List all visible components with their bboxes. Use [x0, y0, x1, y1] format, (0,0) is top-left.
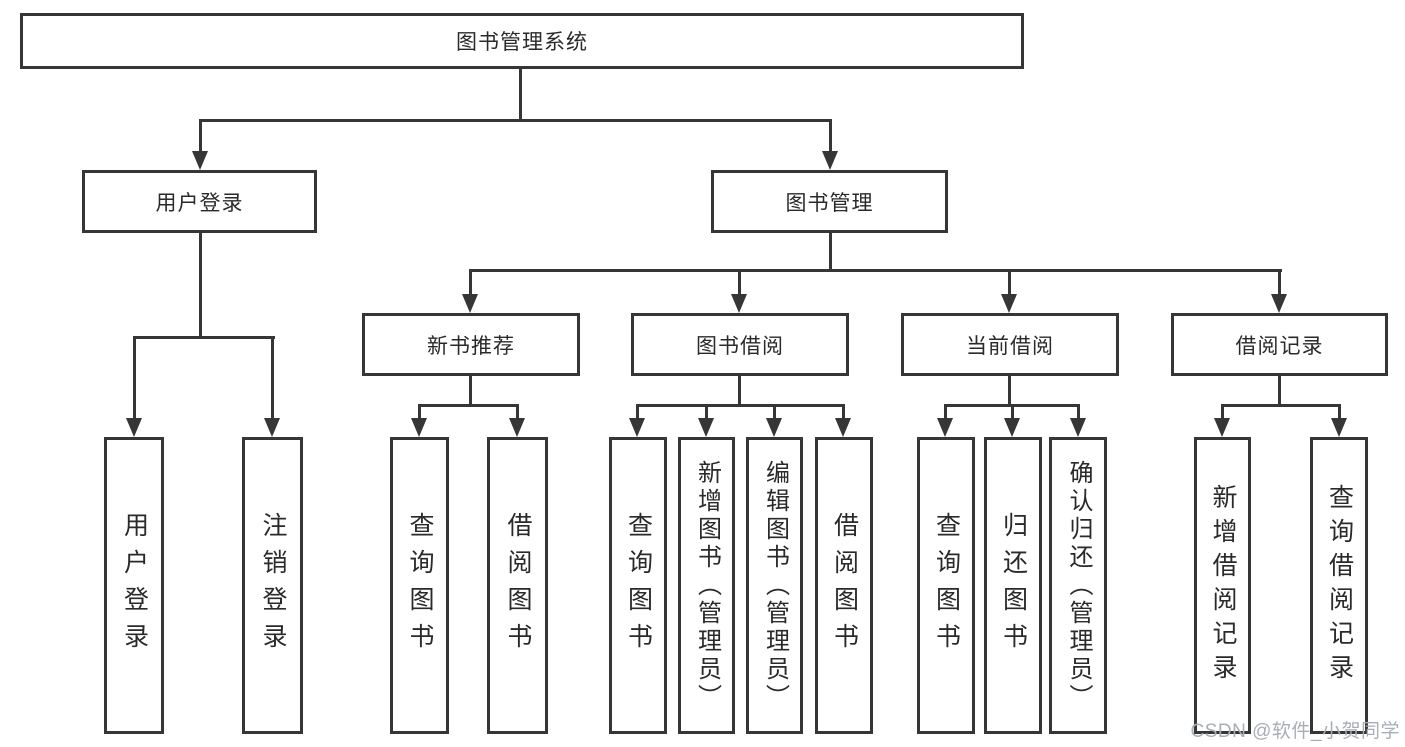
leaf-label: 查询图书	[624, 511, 653, 660]
arrowhead-down-icon	[264, 418, 280, 437]
leaf-query-books-borrowing: 查询图书	[609, 437, 667, 734]
arrowhead-down-icon	[462, 294, 478, 313]
leaf-label: 查询借阅记录	[1325, 483, 1354, 688]
arrowhead-down-icon	[1331, 418, 1347, 437]
connector-line	[418, 404, 421, 419]
arrowhead-down-icon	[509, 418, 525, 437]
connector-line	[944, 404, 947, 419]
connector-line	[738, 269, 741, 296]
arrowhead-down-icon	[835, 418, 851, 437]
node-book-borrowing: 图书借阅	[631, 313, 849, 376]
node-current-borrowing: 当前借阅	[901, 313, 1119, 376]
leaf-label: 归还图书	[999, 511, 1028, 660]
node-label: 图书管理	[785, 191, 874, 215]
leaf-edit-books-admin: 编辑图书（管理员）	[746, 437, 803, 734]
arrowhead-down-icon	[1001, 294, 1017, 313]
arrowhead-down-icon	[629, 418, 645, 437]
node-new-book-recommend: 新书推荐	[362, 313, 580, 376]
connector-line	[199, 233, 202, 338]
connector-line	[1221, 404, 1341, 407]
leaf-label: 新增图书（管理员）	[693, 459, 721, 712]
arrowhead-down-icon	[1070, 418, 1086, 437]
arrowhead-down-icon	[731, 294, 747, 313]
leaf-confirm-return-admin: 确认归还（管理员）	[1049, 437, 1107, 734]
connector-line	[199, 119, 202, 152]
leaf-logout: 注销登录	[242, 437, 303, 734]
connector-line	[842, 404, 845, 419]
node-label: 图书借阅	[696, 334, 784, 358]
leaf-query-books-recommend: 查询图书	[390, 437, 449, 734]
connector-line	[829, 233, 832, 272]
connector-line	[1221, 404, 1224, 419]
node-label: 新书推荐	[427, 334, 515, 358]
arrowhead-down-icon	[1214, 418, 1230, 437]
node-label: 用户登录	[155, 191, 244, 215]
arrowhead-down-icon	[766, 418, 782, 437]
node-library-management-system: 图书管理系统	[20, 13, 1024, 69]
arrowhead-down-icon	[822, 151, 838, 170]
arrowhead-down-icon	[192, 151, 208, 170]
leaf-query-books-current: 查询图书	[917, 437, 975, 734]
connector-line	[738, 376, 741, 407]
connector-line	[1011, 404, 1014, 419]
node-user-login: 用户登录	[82, 170, 317, 233]
leaf-label: 查询图书	[932, 511, 961, 660]
connector-line	[705, 404, 708, 419]
leaf-add-books-admin: 新增图书（管理员）	[678, 437, 735, 734]
node-book-management: 图书管理	[711, 170, 948, 233]
leaf-label: 借阅图书	[504, 511, 532, 660]
connector-line	[133, 336, 275, 339]
node-label: 当前借阅	[966, 334, 1054, 358]
leaf-borrow-books-recommend: 借阅图书	[487, 437, 548, 734]
arrowhead-down-icon	[126, 418, 142, 437]
connector-line	[199, 119, 832, 122]
leaf-borrow-books: 借阅图书	[815, 437, 873, 734]
leaf-query-borrow-record: 查询借阅记录	[1310, 437, 1368, 734]
node-label: 图书管理系统	[456, 31, 588, 54]
arrowhead-down-icon	[937, 418, 953, 437]
leaf-label: 编辑图书（管理员）	[761, 459, 789, 712]
arrowhead-down-icon	[1004, 418, 1020, 437]
leaf-label: 注销登录	[259, 511, 287, 660]
leaf-label: 用户登录	[120, 511, 149, 660]
leaf-return-books: 归还图书	[984, 437, 1042, 734]
connector-line	[773, 404, 776, 419]
leaf-label: 确认归还（管理员）	[1065, 459, 1092, 712]
connector-line	[636, 404, 639, 419]
connector-line	[1008, 269, 1011, 296]
connector-line	[1278, 269, 1281, 296]
connector-line	[519, 69, 522, 120]
connector-line	[469, 269, 472, 296]
arrowhead-down-icon	[698, 418, 714, 437]
leaf-label: 新增借阅记录	[1209, 483, 1237, 688]
connector-line	[636, 404, 845, 407]
connector-line	[271, 336, 274, 418]
connector-line	[1278, 376, 1281, 407]
connector-line	[133, 336, 136, 418]
node-label: 借阅记录	[1235, 334, 1324, 358]
connector-line	[418, 404, 519, 407]
leaf-add-borrow-record: 新增借阅记录	[1194, 437, 1251, 734]
node-borrowing-records: 借阅记录	[1171, 313, 1388, 376]
leaf-label: 借阅图书	[830, 511, 859, 660]
connector-line	[469, 376, 472, 407]
csdn-watermark: CSDN @软件_小贺同学	[1190, 721, 1400, 742]
leaf-label: 查询图书	[406, 511, 434, 660]
connector-line	[516, 404, 519, 419]
connector-line	[1008, 376, 1011, 407]
arrowhead-down-icon	[411, 418, 427, 437]
connector-line	[1338, 404, 1341, 419]
arrowhead-down-icon	[1271, 294, 1287, 313]
connector-line	[469, 269, 1282, 272]
connector-line	[1077, 404, 1080, 419]
connector-line	[829, 119, 832, 152]
leaf-user-login: 用户登录	[104, 437, 164, 734]
